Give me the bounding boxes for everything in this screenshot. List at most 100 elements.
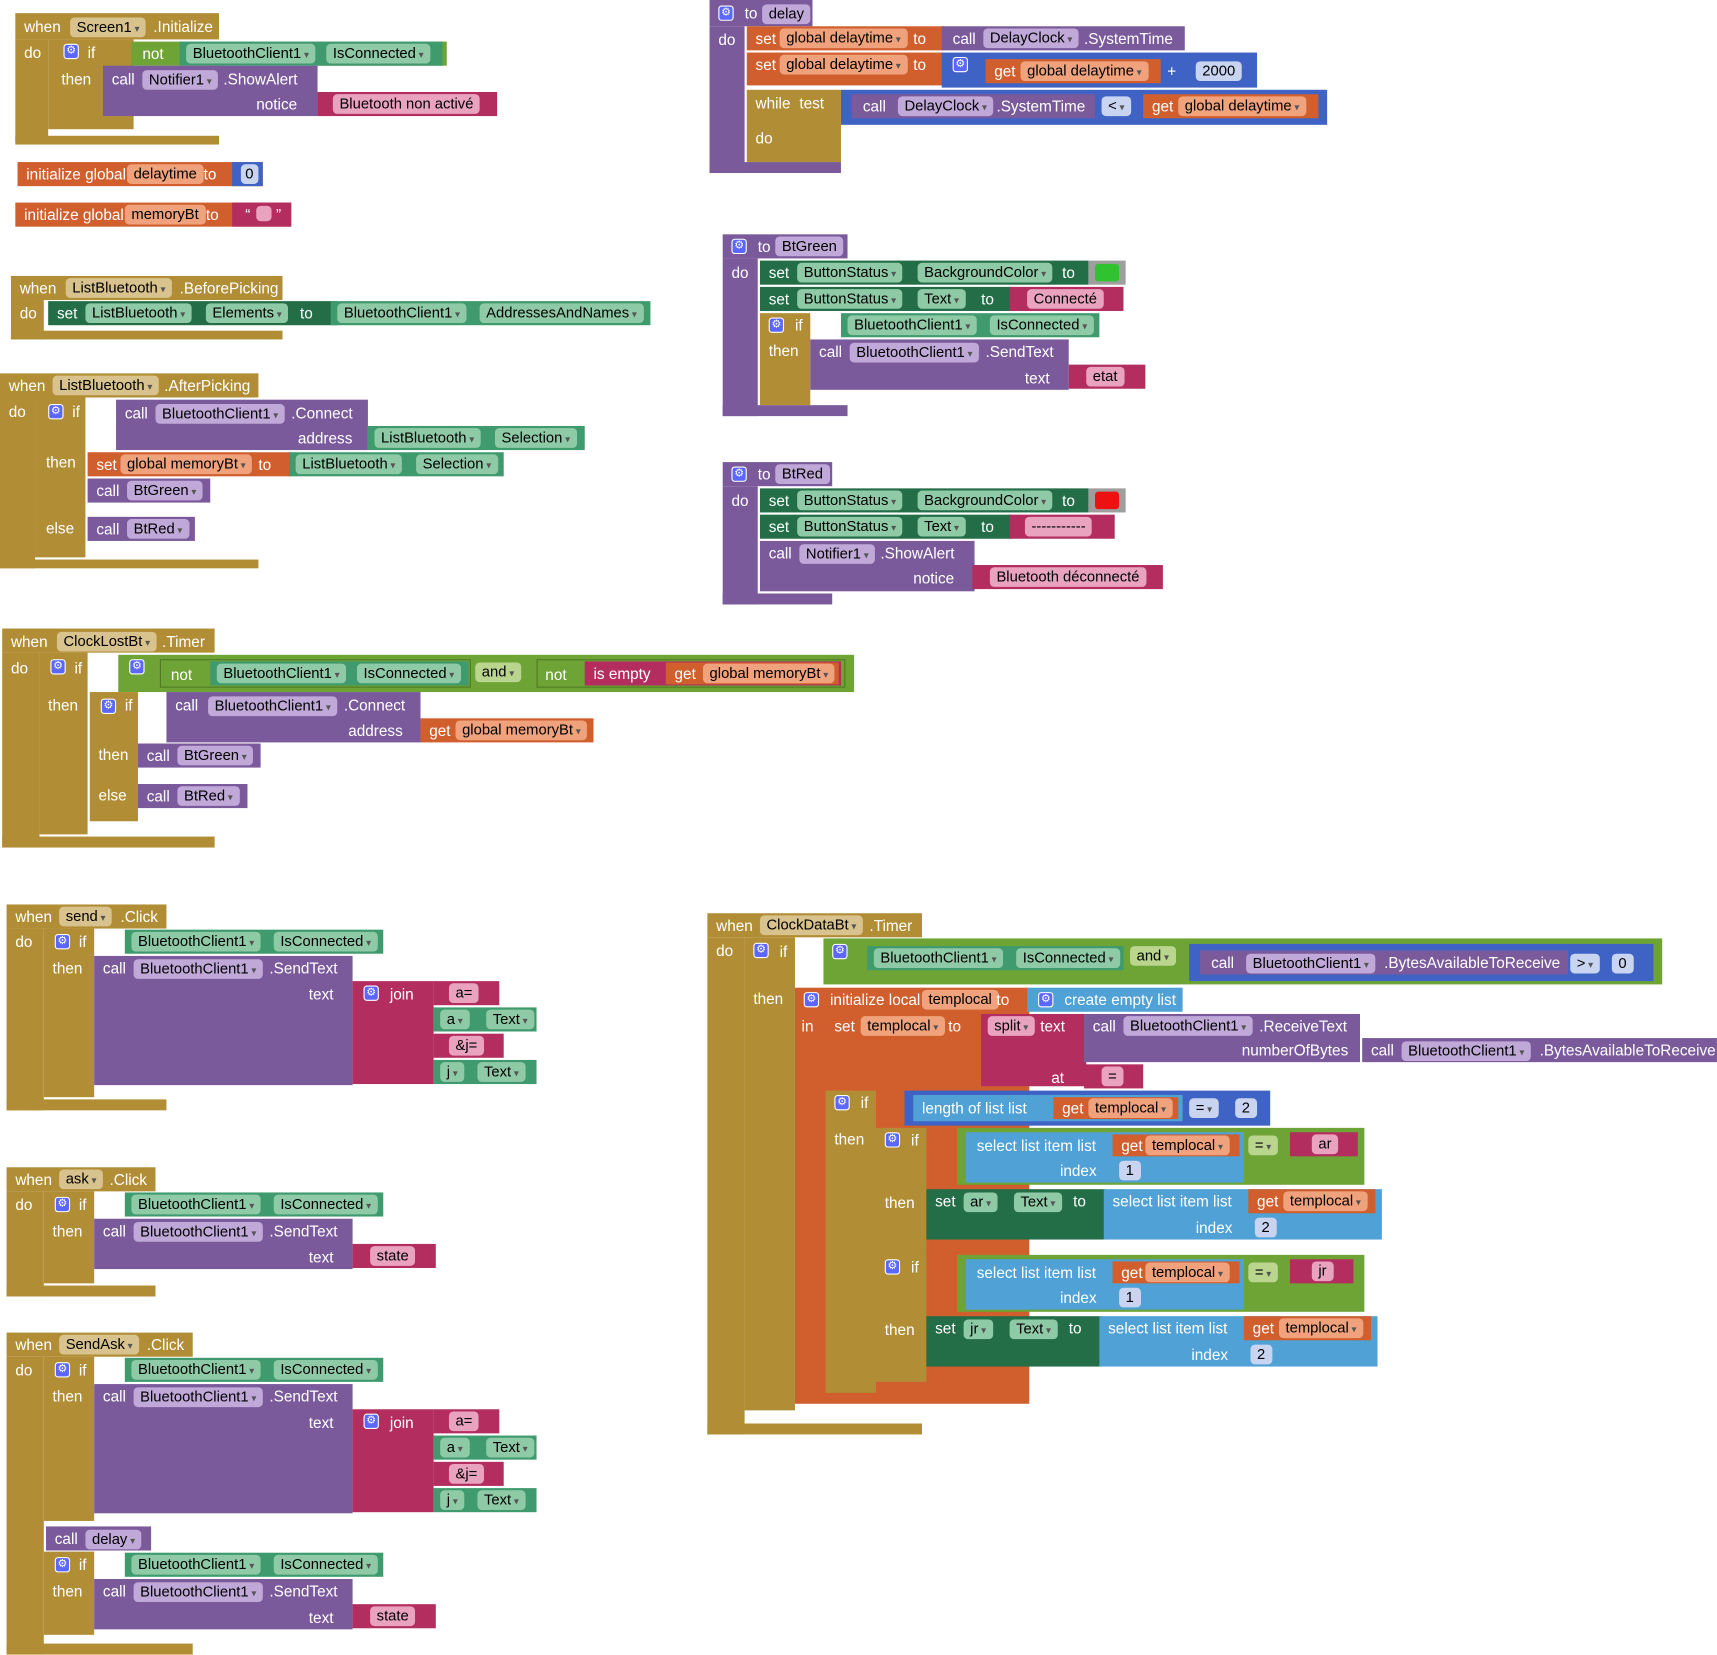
client-dropdown[interactable]: BluetoothClient1 bbox=[133, 959, 263, 979]
component-dropdown[interactable]: j bbox=[440, 1490, 465, 1511]
number-value[interactable]: 2 bbox=[1254, 1217, 1277, 1238]
var-dropdown[interactable]: global delaytime bbox=[1178, 96, 1306, 117]
component-dropdown[interactable]: ClockLostBt bbox=[56, 631, 157, 652]
var-name[interactable]: delaytime bbox=[127, 164, 204, 184]
gear-icon[interactable]: ⚙ bbox=[363, 985, 379, 1001]
text-value[interactable]: state bbox=[370, 1606, 416, 1627]
client-dropdown[interactable]: BluetoothClient1 bbox=[155, 404, 285, 424]
prop-dropdown[interactable]: Selection bbox=[494, 428, 577, 448]
client-dropdown[interactable]: BluetoothClient1 bbox=[337, 303, 467, 324]
compare-dropdown[interactable]: = bbox=[1248, 1262, 1278, 1283]
procedure-btgreen[interactable]: ⚙ to BtGreen do set ButtonStatus Backgro… bbox=[722, 234, 1146, 417]
notice-text[interactable]: Bluetooth déconnecté bbox=[989, 567, 1147, 587]
var-dropdown[interactable]: global memoryBt bbox=[455, 720, 588, 741]
component-dropdown[interactable]: ButtonStatus bbox=[797, 490, 903, 511]
client-dropdown[interactable]: BluetoothClient1 bbox=[131, 1554, 261, 1575]
gear-icon[interactable]: ⚙ bbox=[952, 56, 968, 73]
prop-dropdown[interactable]: IsConnected bbox=[1016, 948, 1121, 968]
gear-icon[interactable]: ⚙ bbox=[54, 1362, 71, 1378]
gear-icon[interactable]: ⚙ bbox=[50, 659, 66, 675]
gear-icon[interactable]: ⚙ bbox=[63, 43, 79, 60]
client-dropdown[interactable]: BluetoothClient1 bbox=[873, 948, 1004, 968]
client-dropdown[interactable]: BluetoothClient1 bbox=[847, 315, 977, 336]
prop-dropdown[interactable]: Text bbox=[917, 289, 966, 309]
proc-name[interactable]: delay bbox=[762, 4, 811, 25]
gear-icon[interactable]: ⚙ bbox=[54, 1196, 71, 1213]
event-listbluetooth-afterpicking[interactable]: when ListBluetooth .AfterPicking do ⚙ if… bbox=[0, 373, 585, 569]
notice-text[interactable]: Bluetooth non activé bbox=[332, 94, 480, 114]
event-clockdatabt-timer[interactable]: when ClockDataBt .Timer do ⚙ if then ⚙ B… bbox=[707, 913, 1717, 1435]
split-dropdown[interactable]: split bbox=[987, 1016, 1035, 1036]
gear-icon[interactable]: ⚙ bbox=[54, 934, 71, 950]
clock-dropdown[interactable]: DelayClock bbox=[983, 28, 1079, 49]
client-dropdown[interactable]: BluetoothClient1 bbox=[186, 43, 316, 64]
compare-dropdown[interactable]: < bbox=[1101, 96, 1132, 117]
and-dropdown[interactable]: and bbox=[1130, 946, 1176, 966]
gear-icon[interactable]: ⚙ bbox=[100, 698, 117, 714]
client-dropdown[interactable]: BluetoothClient1 bbox=[133, 1222, 263, 1242]
prop-dropdown[interactable]: Text bbox=[1013, 1192, 1062, 1213]
notifier-dropdown[interactable]: Notifier1 bbox=[142, 70, 219, 90]
procedure-delay[interactable]: ⚙ to delay do set global delaytime to ca… bbox=[709, 0, 1328, 174]
client-dropdown[interactable]: BluetoothClient1 bbox=[131, 1359, 261, 1380]
component-dropdown[interactable]: j bbox=[440, 1062, 465, 1082]
var-dropdown[interactable]: templocal bbox=[1145, 1262, 1230, 1283]
var-dropdown[interactable]: global delaytime bbox=[779, 28, 908, 49]
prop-dropdown[interactable]: IsConnected bbox=[273, 1194, 378, 1215]
gear-icon[interactable]: ⚙ bbox=[884, 1259, 901, 1275]
text-value[interactable]: a= bbox=[448, 983, 479, 1004]
gear-icon[interactable]: ⚙ bbox=[48, 404, 64, 420]
client-dropdown[interactable]: BluetoothClient1 bbox=[1246, 953, 1376, 974]
number-value[interactable]: 2 bbox=[1235, 1098, 1257, 1118]
var-name[interactable]: memoryBt bbox=[124, 204, 206, 225]
event-listbluetooth-beforepicking[interactable]: when ListBluetooth .BeforePicking do set… bbox=[10, 275, 651, 342]
proc-dropdown[interactable]: delay bbox=[85, 1529, 142, 1550]
proc-dropdown[interactable]: BtGreen bbox=[127, 480, 203, 501]
number-value[interactable]: 1 bbox=[1119, 1287, 1141, 1308]
prop-dropdown[interactable]: Text bbox=[486, 1437, 535, 1458]
component-dropdown[interactable]: ar bbox=[963, 1192, 998, 1213]
prop-dropdown[interactable]: IsConnected bbox=[273, 1554, 378, 1575]
prop-dropdown[interactable]: BackgroundColor bbox=[917, 262, 1053, 283]
prop-dropdown[interactable]: IsConnected bbox=[989, 315, 1094, 336]
gear-icon[interactable]: ⚙ bbox=[753, 942, 769, 959]
var-dropdown[interactable]: templocal bbox=[1283, 1191, 1368, 1212]
compare-dropdown[interactable]: = bbox=[1189, 1098, 1219, 1118]
gear-icon[interactable]: ⚙ bbox=[718, 5, 734, 21]
global-delaytime[interactable]: initialize global delaytime to 0 bbox=[17, 162, 263, 187]
prop-dropdown[interactable]: IsConnected bbox=[273, 1359, 378, 1380]
gear-icon[interactable]: ⚙ bbox=[834, 1095, 850, 1111]
client-dropdown[interactable]: BluetoothClient1 bbox=[216, 663, 347, 684]
gear-icon[interactable]: ⚙ bbox=[363, 1413, 379, 1429]
event-sendask-click[interactable]: when SendAsk .Click do ⚙ if then Bluetoo… bbox=[6, 1332, 539, 1655]
client-dropdown[interactable]: BluetoothClient1 bbox=[1401, 1041, 1531, 1062]
client-dropdown[interactable]: BluetoothClient1 bbox=[1123, 1016, 1253, 1036]
prop-dropdown[interactable]: IsConnected bbox=[326, 43, 431, 64]
local-name[interactable]: templocal bbox=[921, 989, 999, 1010]
prop-dropdown[interactable]: Text bbox=[1009, 1319, 1058, 1340]
var-dropdown[interactable]: templocal bbox=[1278, 1318, 1364, 1339]
and-dropdown[interactable]: and bbox=[475, 662, 521, 683]
proc-dropdown[interactable]: BtRed bbox=[177, 786, 240, 806]
prop-dropdown[interactable]: BackgroundColor bbox=[917, 490, 1053, 511]
component-dropdown[interactable]: ButtonStatus bbox=[797, 289, 903, 309]
proc-name[interactable]: BtGreen bbox=[775, 236, 844, 257]
prop-dropdown[interactable]: Text bbox=[477, 1490, 526, 1511]
gear-icon[interactable]: ⚙ bbox=[768, 317, 785, 333]
event-send-click[interactable]: when send .Click do ⚙ if then BluetoothC… bbox=[6, 904, 539, 1111]
client-dropdown[interactable]: BluetoothClient1 bbox=[133, 1582, 263, 1602]
component-dropdown[interactable]: ListBluetooth bbox=[65, 278, 173, 298]
text-value[interactable]: jr bbox=[1311, 1261, 1334, 1282]
text-value[interactable]: state bbox=[370, 1246, 416, 1266]
prop-dropdown[interactable]: Text bbox=[917, 516, 966, 537]
component-dropdown[interactable]: ListBluetooth bbox=[295, 454, 402, 475]
number-value[interactable]: 0 bbox=[240, 164, 258, 184]
text-value[interactable]: ar bbox=[1311, 1134, 1339, 1155]
event-clocklostbt-timer[interactable]: when ClockLostBt .Timer do ⚙ if then ⚙ n… bbox=[2, 628, 855, 848]
procedure-btred[interactable]: ⚙ to BtRed do set ButtonStatus Backgroun… bbox=[722, 462, 1163, 605]
client-dropdown[interactable]: BluetoothClient1 bbox=[131, 931, 261, 952]
gear-icon[interactable]: ⚙ bbox=[884, 1132, 901, 1148]
text-value[interactable]: a= bbox=[448, 1411, 479, 1432]
component-dropdown[interactable]: ListBluetooth bbox=[85, 303, 192, 324]
proc-dropdown[interactable]: BtGreen bbox=[177, 745, 254, 766]
